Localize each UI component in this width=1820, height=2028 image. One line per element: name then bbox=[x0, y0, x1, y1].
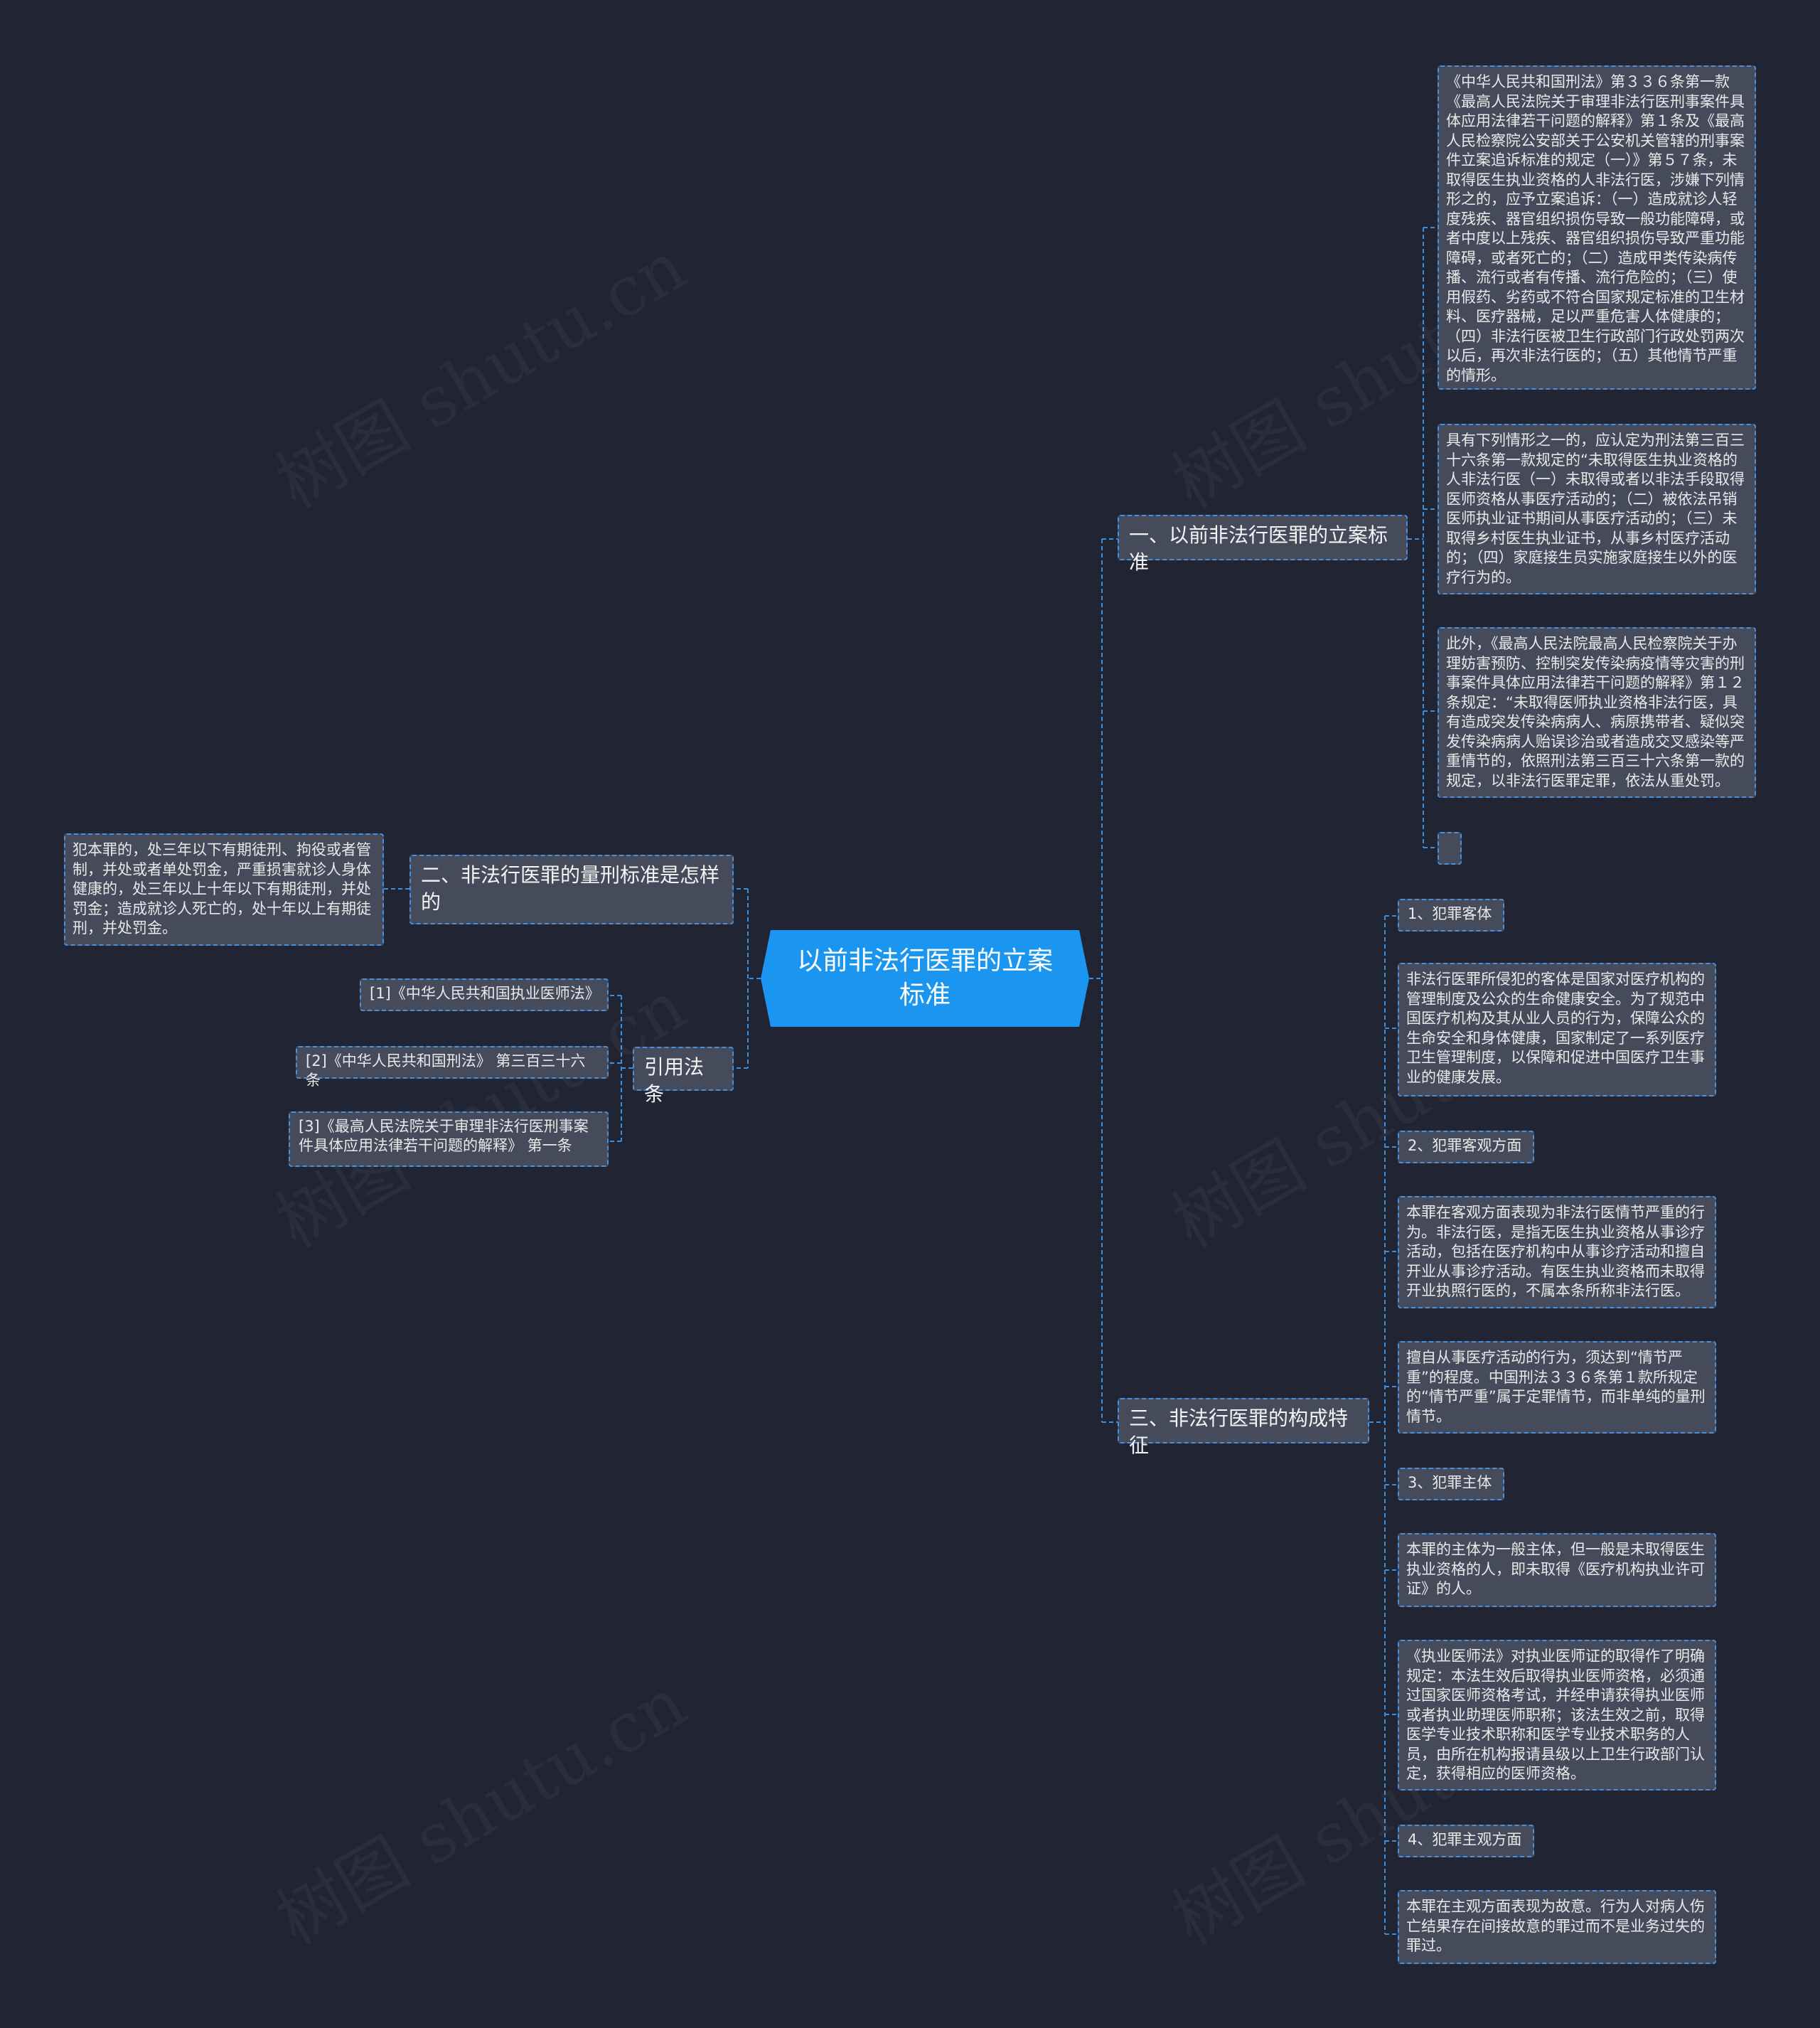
leaf-subjective-text[interactable]: 本罪在主观方面表现为故意。行为人对病人伤亡结果存在间接故意的罪过而不是业务过失的… bbox=[1398, 1890, 1716, 1964]
leaf-subject-heading[interactable]: 3、犯罪主体 bbox=[1398, 1468, 1504, 1500]
leaf-subjective-heading[interactable]: 4、犯罪主观方面 bbox=[1398, 1825, 1534, 1857]
leaf-filing-empty[interactable] bbox=[1438, 832, 1462, 865]
branch-cited-laws[interactable]: 引用法条 bbox=[633, 1047, 734, 1106]
leaf-subject-text[interactable]: 本罪的主体为一般主体，但一般是未取得医生执业资格的人，即未取得《医疗机构执业许可… bbox=[1398, 1533, 1716, 1607]
branch-label: 引用法条 bbox=[644, 1055, 705, 1106]
branch-filing-standard[interactable]: 一、以前非法行医罪的立案标准 bbox=[1118, 515, 1408, 574]
leaf-filing-epidemic[interactable]: 此外，《最高人民法院最高人民检察院关于办理妨害预防、控制突发传染病疫情等灾害的刑… bbox=[1438, 627, 1756, 798]
leaf-cited-law-3[interactable]: [3]《最高人民法院关于审理非法行医刑事案件具体应用法律若干问题的解释》 第一条 bbox=[289, 1111, 609, 1167]
leaf-filing-unlicensed[interactable]: 具有下列情形之一的，应认定为刑法第三百三十六条第一款规定的“未取得医生执业资格的… bbox=[1438, 424, 1756, 594]
root-topic-label: 以前非法行医罪的立案标准 bbox=[796, 946, 1053, 1010]
leaf-object-text[interactable]: 非法行医罪所侵犯的客体是国家对医疗机构的管理制度及公众的生命健康安全。为了规范中… bbox=[1398, 963, 1716, 1096]
leaf-sentencing-text[interactable]: 犯本罪的，处三年以下有期徒刑、拘役或者管制，并处或者单处罚金，严重损害就诊人身体… bbox=[64, 833, 384, 946]
leaf-filing-criminal-law[interactable]: 《中华人民共和国刑法》第３３６条第一款《最高人民法院关于审理非法行医刑事案件具体… bbox=[1438, 65, 1756, 390]
branch-constitutive-features[interactable]: 三、非法行医罪的构成特征 bbox=[1118, 1398, 1369, 1457]
leaf-physician-law[interactable]: 《执业医师法》对执业医师证的取得作了明确规定：本法生效后取得执业医师资格，必须通… bbox=[1398, 1640, 1716, 1790]
leaf-serious-circumstances[interactable]: 擅自从事医疗活动的行为，须达到“情节严重”的程度。中国刑法３３６条第１款所规定的… bbox=[1398, 1341, 1716, 1434]
leaf-cited-law-2[interactable]: [2]《中华人民共和国刑法》 第三百三十六条 bbox=[296, 1046, 609, 1089]
leaf-objective-heading[interactable]: 2、犯罪客观方面 bbox=[1398, 1131, 1534, 1163]
branch-sentencing-standard[interactable]: 二、非法行医罪的量刑标准是怎样的 bbox=[410, 855, 734, 924]
branch-label: 三、非法行医罪的构成特征 bbox=[1129, 1407, 1349, 1457]
leaf-objective-text[interactable]: 本罪在客观方面表现为非法行医情节严重的行为。非法行医，是指无医生执业资格从事诊疗… bbox=[1398, 1196, 1716, 1308]
branch-label: 一、以前非法行医罪的立案标准 bbox=[1129, 523, 1388, 574]
branch-label: 二、非法行医罪的量刑标准是怎样的 bbox=[421, 863, 720, 914]
leaf-cited-law-1[interactable]: [1]《中华人民共和国执业医师法》 bbox=[360, 978, 609, 1011]
leaf-object-heading[interactable]: 1、犯罪客体 bbox=[1398, 899, 1504, 932]
root-topic[interactable]: 以前非法行医罪的立案标准 bbox=[761, 930, 1089, 1027]
